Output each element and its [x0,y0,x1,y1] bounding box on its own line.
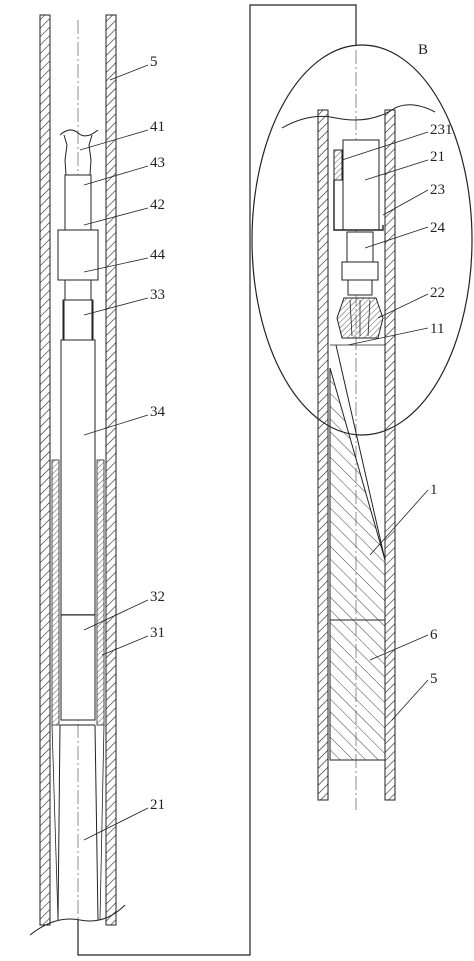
frame-outline [77,4,357,956]
anchor-6 [329,619,386,761]
label-32: 32 [150,589,165,605]
label-21-right: 21 [430,149,445,165]
part-32 [60,614,96,721]
label-5-right: 5 [430,671,438,687]
label-34: 34 [150,404,166,420]
label-6: 6 [430,627,438,643]
left-casing-wall-left [39,14,51,926]
label-33: 33 [150,287,165,303]
right-view [251,44,473,810]
label-1: 1 [430,482,438,498]
cable-41 [63,134,93,176]
right-leaders [341,131,429,721]
part-42 [57,229,99,281]
bracket-23 [333,180,384,231]
part-34 [60,339,96,616]
cable-41-break [59,129,99,137]
sleeve-31-right [96,459,105,726]
right-casing-wall-left [317,109,329,801]
part-24-neck [341,261,379,281]
label-5: 5 [150,54,158,70]
label-42: 42 [150,197,165,213]
part-44 [64,279,92,301]
label-44: 44 [150,247,166,263]
left-bottom-break [29,904,126,936]
left-casing-wall-right [105,14,117,926]
left-view [29,14,126,936]
right-top-break [281,104,436,129]
part-21-taper [51,724,105,921]
label-41: 41 [150,119,165,135]
detail-circle-b [251,44,473,436]
left-leaders [79,64,149,841]
label-b: B [418,42,428,58]
label-24: 24 [430,220,446,236]
label-11: 11 [430,321,444,337]
part-43 [64,174,92,231]
teeth-231 [333,149,343,181]
label-21-left: 21 [150,797,165,813]
whipstock-1-face [335,344,386,561]
part-44-lower [63,299,93,341]
label-43: 43 [150,155,165,171]
part-24-lower [347,279,373,296]
label-231: 231 [430,122,453,138]
part-21-left [57,724,99,921]
right-casing-wall-right [384,109,396,801]
label-23: 23 [430,182,445,198]
whipstock-1 [329,367,386,621]
part-21-right [342,139,380,231]
label-22: 22 [430,285,445,301]
label-31: 31 [150,625,165,641]
sleeve-31-left [51,459,60,726]
